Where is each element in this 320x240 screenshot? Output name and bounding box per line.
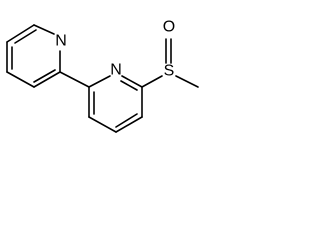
left-pyridine-ring bbox=[6, 24, 61, 88]
sulfur-label: S bbox=[164, 63, 175, 80]
bond bbox=[121, 75, 143, 88]
nitrogen-label: N bbox=[55, 33, 67, 50]
bond bbox=[6, 71, 35, 88]
bond bbox=[141, 75, 163, 88]
aromatic-bond bbox=[115, 113, 138, 128]
bond bbox=[6, 24, 35, 43]
oxygen-label: O bbox=[163, 19, 175, 36]
bond bbox=[88, 75, 111, 88]
nitrogen-label: N bbox=[110, 62, 122, 79]
methyl-bond bbox=[175, 75, 199, 88]
aromatic-bond bbox=[120, 80, 138, 91]
bond bbox=[33, 24, 55, 35]
bond bbox=[88, 116, 117, 133]
right-pyridine-ring bbox=[88, 75, 143, 133]
aromatic-bond bbox=[33, 69, 56, 83]
ring-link-bond bbox=[59, 71, 90, 88]
molecule-structure: N N S O bbox=[6, 19, 199, 133]
sulfoxide-group bbox=[141, 38, 199, 88]
bond bbox=[33, 71, 61, 88]
aromatic-bond bbox=[14, 29, 37, 44]
bond bbox=[115, 116, 143, 133]
